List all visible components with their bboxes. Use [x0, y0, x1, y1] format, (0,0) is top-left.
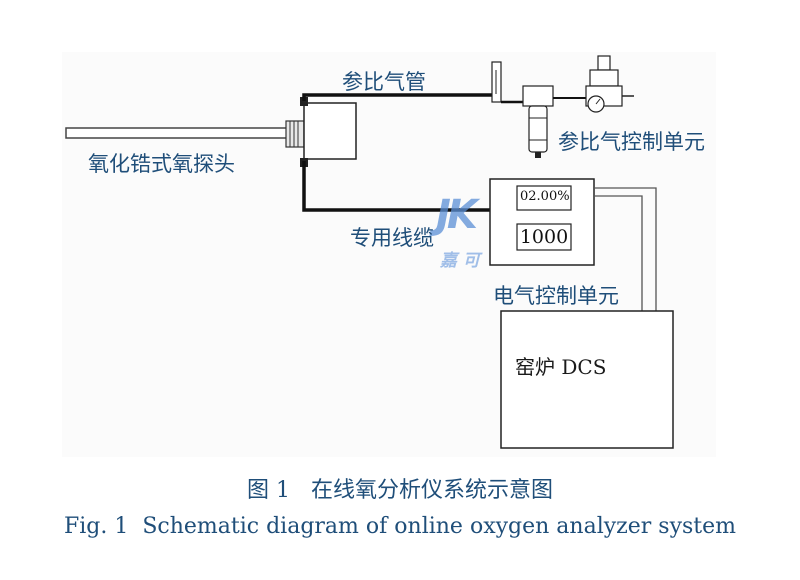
- watermark-logo: JK: [436, 192, 478, 238]
- watermark-logo-text: JK: [436, 192, 478, 238]
- ref-gas-valve: [491, 61, 502, 103]
- label-ref-gas-control: 参比气控制单元: [558, 130, 705, 154]
- probe-head: [303, 102, 357, 160]
- probe-connector: [285, 120, 305, 148]
- caption-chinese: 图 1 在线氧分析仪系统示意图: [247, 478, 553, 503]
- signal-wire-1: [594, 195, 643, 311]
- signal-wire-2: [594, 187, 657, 311]
- probe-head-fitting-top: [300, 97, 308, 106]
- ref-gas-regulator: [585, 55, 634, 113]
- oxygen-display-frame: [516, 185, 572, 211]
- oxygen-display-value: 02.00%: [520, 189, 570, 204]
- special-cable-line: [302, 161, 490, 212]
- watermark-brand: 嘉 可: [440, 246, 480, 271]
- ref-gas-filter: [522, 85, 554, 158]
- kiln-dcs-box: [500, 310, 674, 449]
- label-cable: 专用线缆: [350, 226, 434, 250]
- secondary-display-value: 1000: [519, 226, 569, 248]
- label-kiln-dcs: 窑炉 DCS: [515, 355, 607, 379]
- probe-rod: [65, 127, 289, 139]
- caption-english: Fig. 1 Schematic diagram of online oxyge…: [63, 514, 737, 539]
- ref-gas-tube-line: [302, 93, 498, 102]
- secondary-display-frame: [516, 223, 572, 251]
- label-electrical-control: 电气控制单元: [493, 284, 619, 308]
- label-probe: 氧化锆式氧探头: [88, 152, 235, 176]
- label-ref-gas-tube: 参比气管: [342, 70, 426, 94]
- watermark-brand-text: 嘉 可: [440, 251, 480, 271]
